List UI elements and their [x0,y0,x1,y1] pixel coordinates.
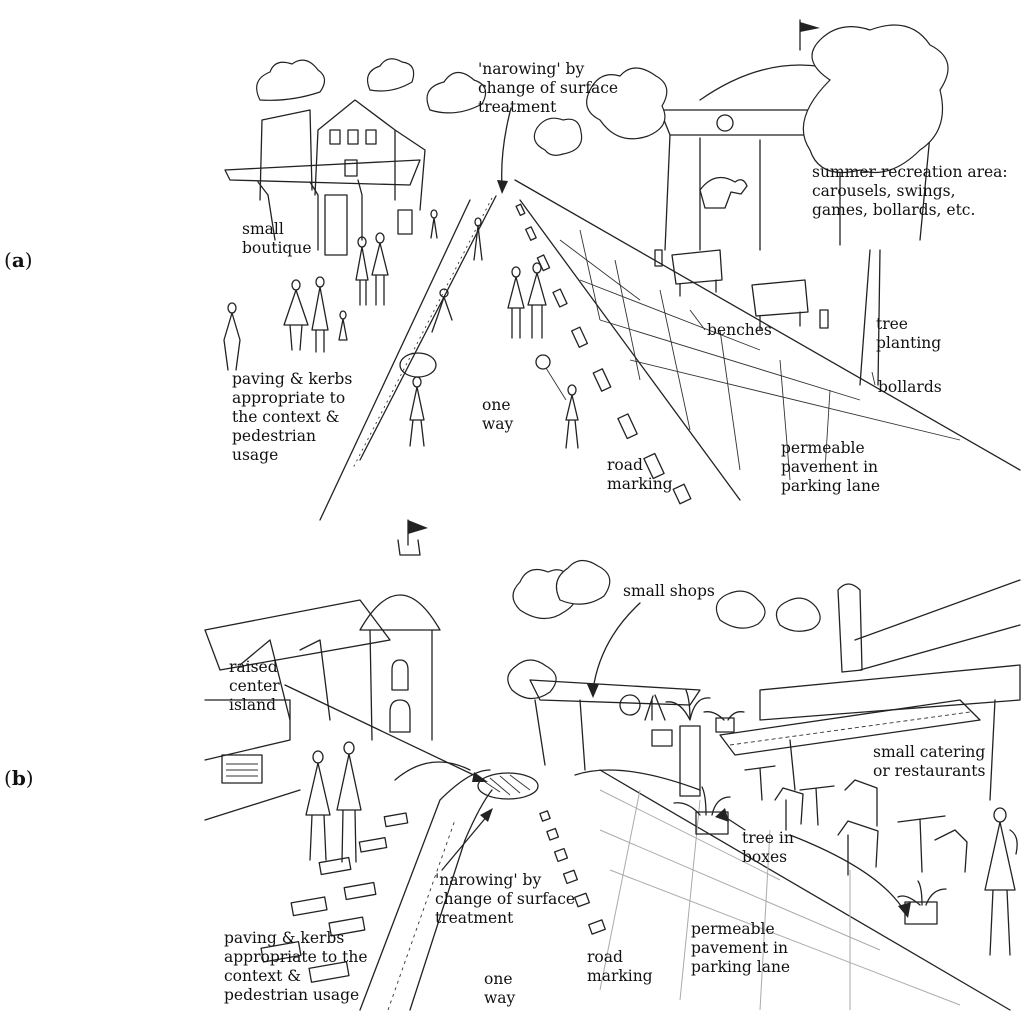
tree-shop-front [507,659,557,700]
annotation-narrowing-a: 'narowing' by change of surface treatmen… [478,60,619,116]
panel-a-label: (a) [4,248,33,272]
annotation-road-marking-a: road marking [607,456,673,493]
tree-cluster-left-1 [256,59,326,101]
tree-cluster-center [426,71,487,114]
shop-sign [619,694,641,716]
left-canopy-b [204,599,391,821]
annotation-benches: benches [707,321,772,339]
annotation-catering: small catering or restaurants [873,743,986,780]
parking-lane-grid-b [599,789,961,1011]
tree-boxes [644,689,947,925]
tree-medium-right [586,67,668,140]
tower-building [359,519,441,741]
paving-stones-b [260,812,409,983]
parking-lane-grid-a [559,229,961,481]
annotation-one-way-a: one way [482,396,514,433]
annotation-paving-a: paving & kerbs appropriate to the contex… [232,370,353,464]
annotation-bollards: bollards [878,378,942,396]
raised-center-island [477,772,539,800]
tree-bg-2 [555,559,611,605]
panel-b-sketch [204,519,1021,1011]
benches-leader [689,309,706,331]
left-kerb-line [319,199,471,521]
bollard-2 [654,249,663,267]
bollard-1 [819,309,829,329]
annotation-small-shops: small shops [623,582,715,600]
small-shops-arrow [592,602,641,691]
annotation-tree-planting: tree planting [876,315,942,352]
narrowing-arrow-b [441,814,489,871]
people-figures-a [223,209,579,449]
tree-small-right [533,117,583,156]
annotation-road-marking-b: road marking [587,948,653,985]
restaurant-roof [759,664,1021,721]
annotation-narrowing-b: 'narowing' by change of surface treatmen… [435,871,576,927]
restaurant-awning [719,699,981,756]
tree-large-right [802,24,949,174]
panel-a-sketch [223,19,1021,521]
narrowing-arrowhead-a [497,180,508,194]
annotation-one-way-b: one way [484,970,516,1007]
narrowing-arrow-a [501,107,512,187]
annotation-paving-b: paving & kerbs appropriate to the contex… [224,929,368,1004]
annotation-raised-island: raised center island [229,658,280,714]
annotation-summer-recreation: summer recreation area: carousels, swing… [812,163,1008,219]
annotation-permeable-b: permeable pavement in parking lane [691,920,791,976]
annotation-small-boutique: small boutique [242,220,312,257]
tree-box-arrow-2 [789,834,906,913]
shop-awning [529,679,701,706]
bench-2 [751,279,809,331]
tree-bg-3 [715,590,766,629]
bench-1 [671,249,723,297]
boutique-buildings [224,99,426,256]
island-leader-line [284,684,481,779]
left-kerb-line-2 [359,195,497,461]
panel-b-label: (b) [4,766,34,790]
road-marking-dashes-a [515,203,692,505]
tree-cluster-left-2 [367,58,415,92]
right-kerb-b [574,769,701,791]
annotation-permeable-a: permeable pavement in parking lane [781,439,881,495]
right-road-edge [514,179,1021,471]
chimney [837,583,863,673]
people-figures-b [305,741,1018,956]
road-marking-dashes-b [539,810,606,935]
cafe-furniture [744,765,968,876]
left-path-edge [394,761,471,781]
annotation-tree-boxes: tree in boxes [742,829,794,866]
tree-bg-4 [775,597,821,632]
